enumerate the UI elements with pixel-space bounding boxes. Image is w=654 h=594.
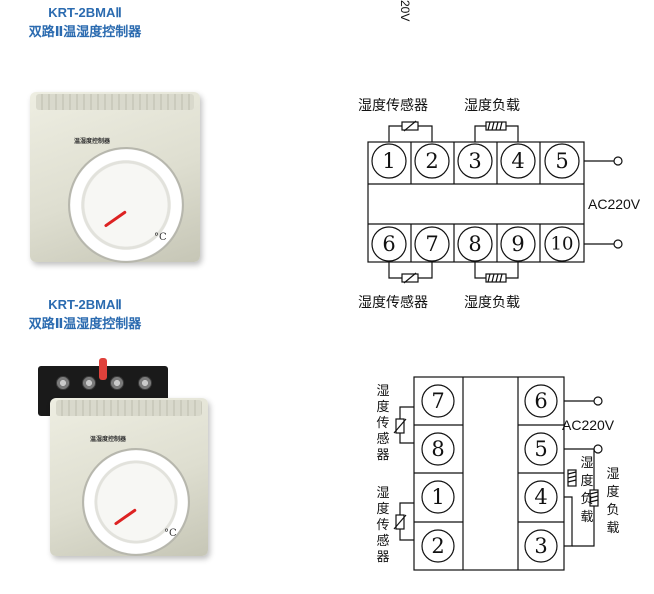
device-top-vent: [56, 400, 202, 416]
terminal-2: 2: [425, 149, 438, 173]
diagram1-bottom-load-label: 湿度负载: [464, 295, 520, 311]
dial-unit-symbol: °C: [164, 528, 177, 539]
svg-text:感: 感: [376, 533, 389, 549]
terminal-3: 3: [468, 149, 481, 173]
svg-text:传: 传: [376, 518, 389, 533]
device-panel-label: 温湿度控制器: [74, 138, 111, 145]
d2-terminal-4: 4: [534, 485, 547, 509]
terminal-screw-1: [56, 376, 70, 390]
device-panel-label: 温湿度控制器: [90, 436, 127, 443]
diagram1-bottom-sensor-label: 湿度传感器: [358, 294, 428, 311]
diagram2-load-label-inner: 湿 度 负 载: [580, 456, 593, 525]
diagram2-supply-label: AC220V: [562, 417, 615, 433]
dial-unit-symbol: °C: [154, 232, 167, 243]
terminal-10: 10: [551, 234, 574, 255]
controller-body: 温湿度控制器 °C: [50, 398, 208, 556]
terminal-6: 6: [382, 232, 395, 256]
diagram1-supply-label: AC220V: [588, 196, 641, 212]
temperature-dial: [68, 147, 184, 263]
svg-text:传: 传: [376, 416, 389, 431]
svg-text:负: 负: [580, 492, 593, 507]
terminal-8: 8: [468, 232, 481, 256]
terminal-7: 7: [425, 232, 438, 256]
terminal-5: 5: [555, 149, 568, 173]
cut-off-text: 20V: [398, 0, 412, 22]
d2-terminal-7: 7: [431, 389, 444, 413]
svg-text:度: 度: [580, 473, 593, 489]
product-2-name: 双路Ⅱ温湿度控制器: [28, 317, 142, 332]
diagram2-sensor-label-top: 湿 度 传 感 器: [376, 384, 389, 463]
diagram2-load-label-outer: 湿 度 负 载: [606, 467, 619, 536]
controller-with-socket-image: 温湿度控制器 °C: [38, 358, 208, 558]
d2-terminal-2: 2: [431, 534, 444, 558]
svg-text:器: 器: [376, 448, 389, 463]
d2-terminal-1: 1: [431, 485, 444, 509]
terminal-9: 9: [511, 232, 524, 256]
diagram1-top-sensor-label: 湿度传感器: [358, 97, 428, 114]
svg-text:感: 感: [376, 431, 389, 447]
product-1-name: 双路Ⅱ温湿度控制器: [28, 25, 142, 40]
product-2-model: KRT-2BMAⅡ: [48, 297, 122, 312]
d2-terminal-6: 6: [534, 389, 547, 413]
svg-text:度: 度: [376, 501, 389, 517]
svg-text:载: 载: [606, 521, 619, 536]
terminal-screw-3: [110, 376, 124, 390]
d2-terminal-5: 5: [534, 437, 547, 461]
temperature-dial: [82, 448, 190, 556]
svg-text:湿: 湿: [606, 467, 619, 482]
terminal-4: 4: [511, 149, 524, 173]
svg-text:湿: 湿: [580, 456, 593, 471]
terminal-screw-2: [82, 376, 96, 390]
terminal-screw-4: [138, 376, 152, 390]
svg-text:度: 度: [376, 399, 389, 415]
svg-text:度: 度: [606, 484, 619, 500]
terminal-1: 1: [382, 149, 395, 173]
device-top-vent: [36, 94, 194, 110]
d2-terminal-3: 3: [534, 534, 547, 558]
diagram2-sensor-label-bottom: 湿 度 传 感 器: [376, 486, 389, 565]
release-clip: [99, 358, 107, 380]
svg-text:湿: 湿: [376, 384, 389, 399]
product-1-model: KRT-2BMAⅡ: [48, 5, 122, 20]
svg-text:器: 器: [376, 550, 389, 565]
diagram1-top-load-label: 湿度负载: [464, 98, 520, 114]
svg-text:载: 载: [580, 510, 593, 525]
svg-text:湿: 湿: [376, 486, 389, 501]
controller-device-image: 温湿度控制器 °C: [30, 92, 200, 263]
d2-terminal-8: 8: [431, 437, 444, 461]
wiring-diagram-8-terminal: [393, 376, 603, 571]
svg-text:负: 负: [606, 503, 619, 518]
